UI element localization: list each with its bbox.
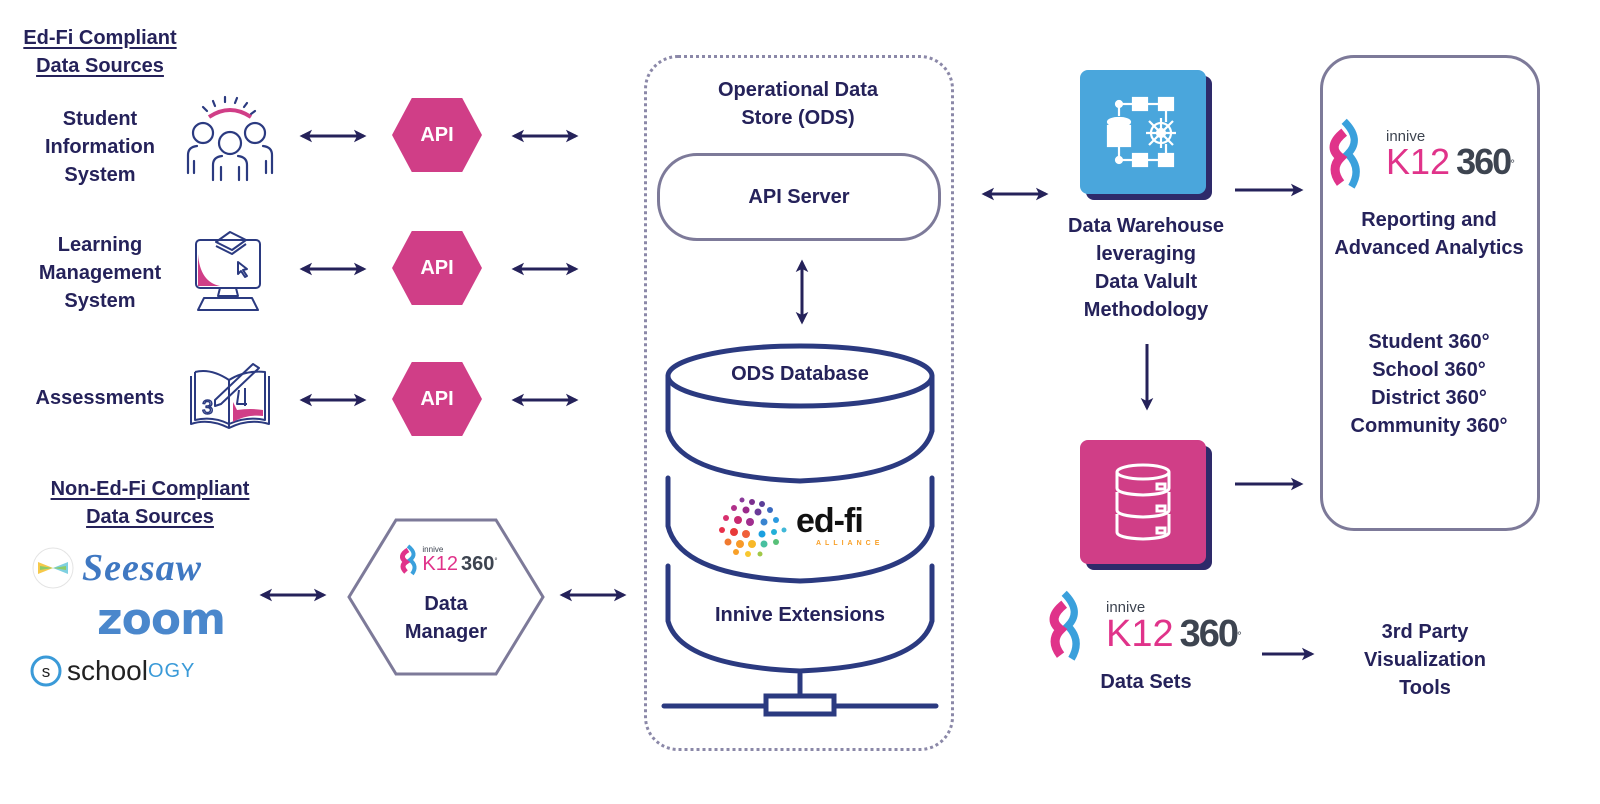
data-sets-label: Data Sets xyxy=(1100,671,1192,693)
api-connector-sis: API xyxy=(392,98,482,172)
database-stack-icon xyxy=(1115,463,1171,541)
data-warehouse-tile xyxy=(1080,70,1206,194)
view-school-360: School 360° xyxy=(1372,359,1486,381)
arrow-right xyxy=(1235,183,1304,197)
people-group-icon xyxy=(186,95,274,182)
open-book-pen-icon: 3 xyxy=(190,363,270,429)
edfi-alliance-logo: ed-fi ALLIANCE xyxy=(716,494,896,558)
vertical-bidirectional-arrow xyxy=(795,259,809,325)
seesaw-logo: Seesaw xyxy=(32,546,202,590)
third-party-tools-label: 3rd Party Visualization Tools xyxy=(1364,621,1486,699)
source-learning-management-system: Learning Management System xyxy=(38,234,162,312)
arrow-right xyxy=(1235,477,1304,491)
data-vault-icon xyxy=(1106,96,1176,168)
edfi-sources-header: Ed-Fi Compliant Data Sources xyxy=(23,27,177,77)
innive-extensions-label: Innive Extensions xyxy=(714,604,886,626)
api-server-box: API Server xyxy=(657,153,941,241)
non-edfi-sources-header: Non-Ed-Fi Compliant Data Sources xyxy=(50,478,250,528)
schoology-icon: s xyxy=(30,655,62,687)
bidirectional-arrow xyxy=(511,129,579,143)
view-student-360: Student 360° xyxy=(1368,331,1490,353)
seesaw-icon xyxy=(32,547,74,589)
bidirectional-arrow xyxy=(559,588,627,602)
data-manager-label: Data Manager xyxy=(404,593,488,643)
edfi-dots-icon xyxy=(719,497,787,557)
api-connector-assessments: API xyxy=(392,362,482,436)
zoom-logo: zoom xyxy=(97,594,226,645)
ods-database-cylinder xyxy=(661,343,939,717)
computer-book-icon xyxy=(195,231,261,311)
bidirectional-arrow xyxy=(299,129,367,143)
arrow-right xyxy=(1262,647,1315,661)
source-student-information-system: Student Information System xyxy=(45,108,155,186)
bidirectional-arrow xyxy=(259,588,327,602)
ods-database-label: ODS Database xyxy=(731,363,869,385)
bidirectional-arrow xyxy=(299,393,367,407)
data-manager-hexagon xyxy=(347,518,545,676)
reporting-views: Student 360° School 360° District 360° C… xyxy=(1322,328,1536,440)
bidirectional-arrow xyxy=(981,187,1049,201)
ods-container xyxy=(644,55,954,751)
innive-k12-logo-icon xyxy=(1329,118,1360,189)
bidirectional-arrow xyxy=(511,262,579,276)
data-warehouse-label: Data Warehouse leveraging Data Valult Me… xyxy=(1068,215,1224,321)
source-assessments: Assessments xyxy=(35,387,165,409)
bidirectional-arrow xyxy=(299,262,367,276)
view-community-360: Community 360° xyxy=(1350,415,1508,437)
innive-k12-logo-icon xyxy=(1049,590,1080,661)
api-connector-lms: API xyxy=(392,231,482,305)
reporting-title: Reporting and Advanced Analytics xyxy=(1334,209,1524,259)
view-district-360: District 360° xyxy=(1371,387,1487,409)
bidirectional-arrow xyxy=(511,393,579,407)
data-sets-tile xyxy=(1080,440,1206,564)
svg-text:3: 3 xyxy=(202,397,213,419)
reporting-analytics-box xyxy=(1320,55,1540,531)
arrow-down xyxy=(1140,344,1154,411)
innive-k12-logo-icon xyxy=(400,544,417,576)
svg-text:s: s xyxy=(42,662,51,681)
ods-title: Operational Data Store (ODS) xyxy=(717,79,879,129)
